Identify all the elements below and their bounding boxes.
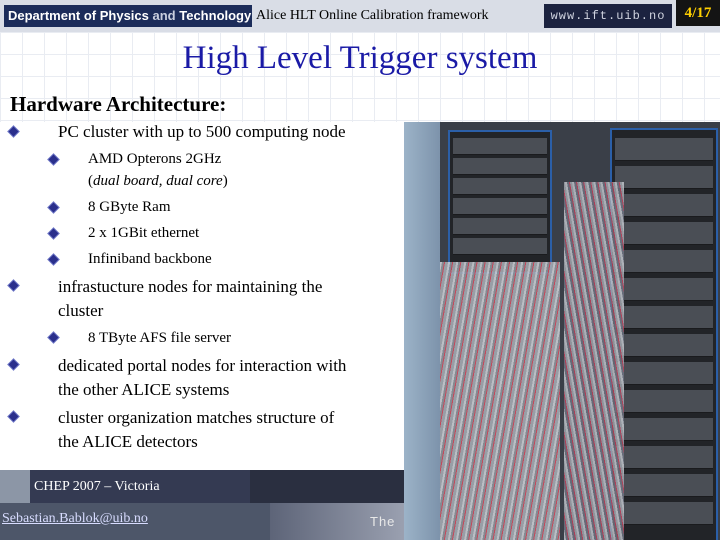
bullet-icon: [8, 411, 19, 422]
rack-unit: [615, 334, 713, 357]
bullet-icon: [8, 280, 19, 291]
rack-unit: [453, 138, 547, 155]
page-number: 4/17: [676, 0, 720, 26]
server-rack-photo: [404, 122, 720, 540]
rack-unit: [453, 218, 547, 235]
rack-unit: [615, 250, 713, 273]
department-technology: Technology: [179, 8, 252, 23]
rack-unit: [615, 362, 713, 385]
network-cables: [440, 262, 560, 540]
bullet-ethernet: 2 x 1GBit ethernet: [88, 225, 200, 241]
bullet-portal: dedicated portal nodes for interaction w…: [58, 356, 347, 375]
board-text: dual board, dual core: [93, 173, 223, 189]
rack-right: [610, 128, 718, 540]
conference-label: CHEP 2007 – Victoria: [34, 479, 160, 494]
bullet-afs: 8 TByte AFS file server: [88, 330, 232, 346]
bullet-ram: 8 GByte Ram: [88, 199, 171, 215]
bullet-icon: [48, 202, 59, 213]
footer-banner-word: The: [370, 514, 396, 529]
rack-unit: [615, 418, 713, 441]
footer-tile: [270, 503, 404, 540]
footer-banner: The: [0, 470, 404, 540]
rack-unit: [615, 166, 713, 189]
footer-tile: [250, 470, 404, 503]
bullet-icon: [8, 359, 19, 370]
rack-unit: [615, 306, 713, 329]
bullet-icon: [48, 254, 59, 265]
bullet-organization: cluster organization matches structure o…: [58, 408, 335, 427]
bullet-icon: [48, 154, 59, 165]
bullet-opterons: AMD Opterons 2GHz: [88, 151, 222, 167]
slide-title: High Level Trigger system: [182, 40, 538, 76]
bullet-portal-cont: the other ALICE systems: [58, 380, 230, 399]
rack-unit: [615, 278, 713, 301]
network-cables: [564, 182, 624, 540]
rack-left: [448, 130, 552, 274]
rack-unit: [615, 446, 713, 469]
bullet-icon: [48, 228, 59, 239]
grid-watermark: [0, 32, 720, 122]
rack-unit: [453, 238, 547, 255]
rack-unit: [453, 198, 547, 215]
bullet-board: (dual board, dual core): [88, 170, 228, 193]
rack-unit: [615, 502, 713, 525]
bullet-icon: [48, 332, 59, 343]
slide-subtitle: Hardware Architecture:: [10, 92, 227, 116]
department-name: Department of Physics: [8, 8, 149, 23]
board-paren-open: (: [88, 173, 93, 189]
photo-wall: [404, 122, 440, 540]
bullet-infiniband: Infiniband backbone: [88, 251, 212, 267]
rack-unit: [615, 194, 713, 217]
department-and: and: [152, 8, 176, 23]
header-banner: Department of Physics and Technology Ali…: [0, 0, 720, 32]
rack-unit: [615, 474, 713, 497]
bullet-infrastructure: infrastucture nodes for maintaining the: [58, 277, 323, 296]
bullet-organization-cont: the ALICE detectors: [58, 432, 198, 451]
rack-unit: [453, 158, 547, 175]
rack-unit: [453, 178, 547, 195]
footer-tile: [0, 503, 270, 540]
website-url[interactable]: www.ift.uib.no: [544, 4, 672, 28]
department-logo-banner: Department of Physics and Technology: [4, 5, 252, 27]
bullet-cluster: PC cluster with up to 500 computing node: [58, 122, 346, 141]
header-title: Alice HLT Online Calibration framework: [256, 8, 489, 23]
bullet-icon: [8, 126, 19, 137]
rack-unit: [615, 138, 713, 161]
footer-tile: [30, 470, 250, 503]
rack-unit: [615, 222, 713, 245]
rack-unit: [615, 390, 713, 413]
board-paren-close: ): [222, 173, 228, 189]
bullet-infrastructure-cont: cluster: [58, 301, 104, 320]
author-email-link[interactable]: Sebastian.Bablok@uib.no: [2, 511, 148, 526]
